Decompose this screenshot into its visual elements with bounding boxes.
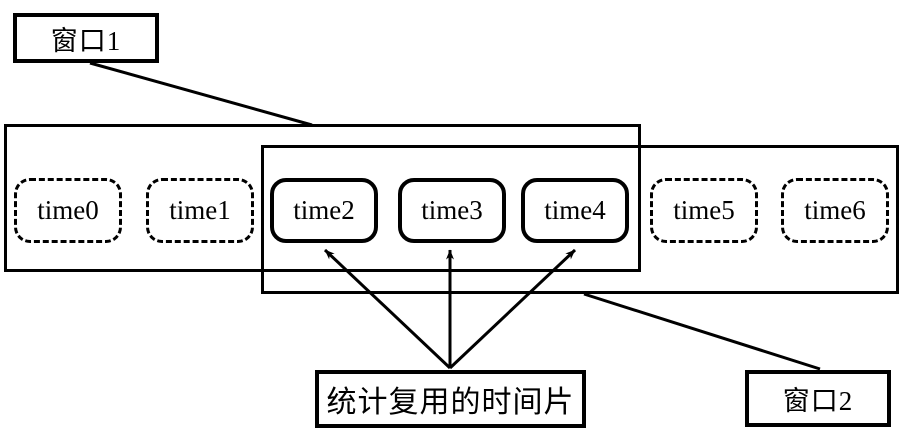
leader-line-window1	[89, 61, 313, 127]
time-slot-time3[interactable]: time3	[398, 178, 506, 243]
window2-region-rect	[261, 145, 899, 294]
time-slot-label: time6	[804, 195, 866, 225]
time-slot-time0[interactable]: time0	[14, 178, 122, 243]
time-slot-time6[interactable]: time6	[781, 178, 889, 243]
multiplexed-slices-label-text: 统计复用的时间片	[326, 386, 575, 419]
time-slot-label: time5	[673, 195, 735, 225]
window2-label-text: 窗口2	[782, 386, 854, 416]
time-slot-time2[interactable]: time2	[270, 178, 378, 243]
window1-region-rect	[4, 124, 641, 272]
time-slot-time4[interactable]: time4	[521, 178, 629, 243]
window1-label-box: 窗口1	[13, 13, 159, 63]
window2-label-box: 窗口2	[745, 370, 891, 427]
time-slot-label: time1	[169, 195, 231, 225]
time-slot-label: time0	[37, 195, 99, 225]
time-slot-label: time3	[421, 195, 483, 225]
window1-label-text: 窗口1	[50, 25, 122, 56]
time-slot-time5[interactable]: time5	[650, 178, 758, 243]
time-slot-label: time4	[544, 195, 606, 225]
leader-line-window2	[583, 292, 821, 371]
multiplexed-slices-label-box: 统计复用的时间片	[315, 370, 586, 428]
time-slot-label: time2	[293, 195, 355, 225]
time-slot-time1[interactable]: time1	[146, 178, 254, 243]
